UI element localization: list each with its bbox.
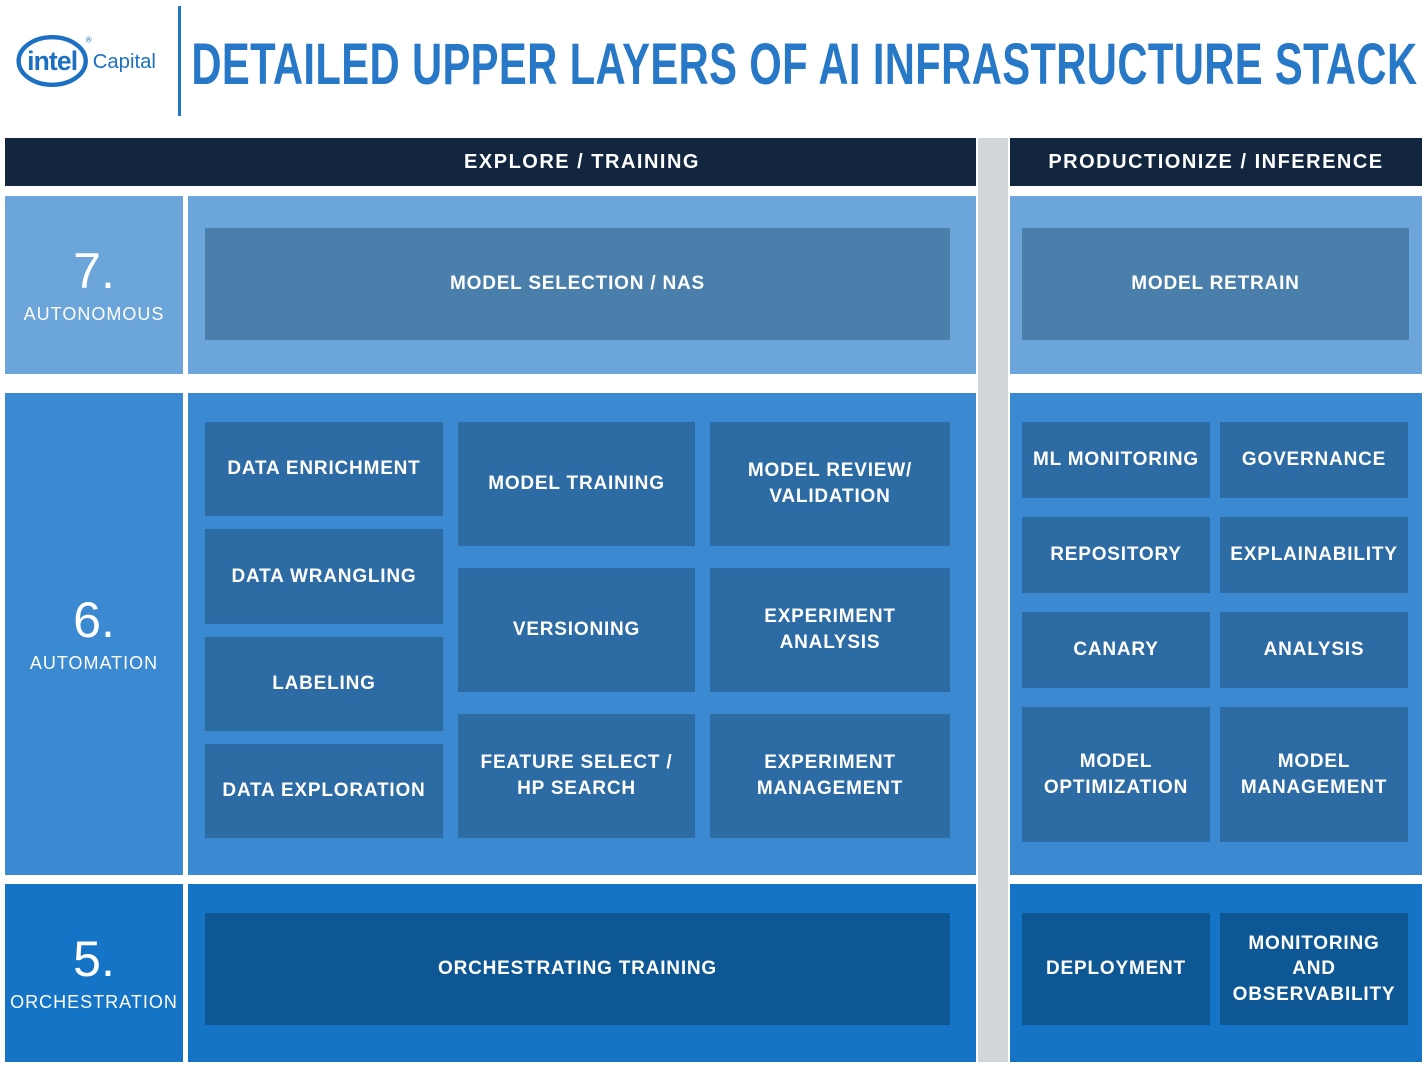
box-repository: REPOSITORY [1022, 517, 1210, 593]
band-productionize-inference-label: PRODUCTIONIZE / INFERENCE [1048, 150, 1384, 173]
layer-5-label-cell: 5. ORCHESTRATION [5, 884, 183, 1062]
productionize-left-column: ML MONITORING REPOSITORY CANARY MODEL OP… [1022, 422, 1210, 842]
box-monitoring-and-observability: MONITORING AND OBSERVABILITY [1220, 913, 1408, 1025]
explore-model-column: MODEL TRAINING VERSIONING FEATURE SELECT… [458, 422, 695, 838]
layer-6-productionize-panel: ML MONITORING REPOSITORY CANARY MODEL OP… [1010, 393, 1422, 875]
page-title: DETAILED UPPER LAYERS OF AI INFRASTRUCTU… [183, 0, 1426, 128]
intel-capital-logo: intel ® Capital [16, 34, 156, 88]
band-explore-training-label: EXPLORE / TRAINING [464, 150, 700, 173]
box-explainability: EXPLAINABILITY [1220, 517, 1408, 593]
explore-experiment-column: MODEL REVIEW/ VALIDATION EXPERIMENT ANAL… [710, 422, 950, 838]
layer-7-explore-panel: MODEL SELECTION / NAS [188, 196, 976, 374]
box-labeling: LABELING [205, 636, 443, 731]
box-governance: GOVERNANCE [1220, 422, 1408, 498]
productionize-right-column: GOVERNANCE EXPLAINABILITY ANALYSIS MODEL… [1220, 422, 1408, 842]
band-explore-training: EXPLORE / TRAINING [5, 138, 976, 186]
box-model-selection-nas: MODEL SELECTION / NAS [205, 228, 950, 340]
box-experiment-analysis: EXPERIMENT ANALYSIS [710, 568, 950, 692]
layer-7-productionize-panel: MODEL RETRAIN [1010, 196, 1422, 374]
box-canary: CANARY [1022, 612, 1210, 688]
layer-5-orchestration: 5. ORCHESTRATION ORCHESTRATING TRAINING … [5, 884, 1422, 1062]
intel-logo-wordmark: intel [27, 46, 77, 76]
layer-7-label-cell: 7. AUTONOMOUS [5, 196, 183, 374]
layer-5-explore-panel: ORCHESTRATING TRAINING [188, 884, 976, 1062]
registered-mark: ® [86, 35, 92, 44]
box-data-exploration: DATA EXPLORATION [205, 743, 443, 838]
layer-name: AUTOMATION [29, 652, 159, 673]
box-analysis: ANALYSIS [1220, 612, 1408, 688]
layer-6-automation: 6. AUTOMATION DATA ENRICHMENT DATA WRANG… [5, 393, 1422, 875]
box-model-management: MODEL MANAGEMENT [1220, 707, 1408, 842]
layer-5-productionize-panel: DEPLOYMENT MONITORING AND OBSERVABILITY [1010, 884, 1422, 1062]
box-model-retrain: MODEL RETRAIN [1022, 228, 1409, 340]
box-orchestrating-training: ORCHESTRATING TRAINING [205, 913, 950, 1025]
slide-header: intel ® Capital DETAILED UPPER LAYERS OF… [0, 0, 1426, 132]
capital-wordmark: Capital [93, 51, 156, 73]
layer-6-explore-panel: DATA ENRICHMENT DATA WRANGLING LABELING … [188, 393, 976, 875]
box-feature-select-hp-search: FEATURE SELECT / HP SEARCH [458, 714, 695, 838]
layer-name: AUTONOMOUS [23, 303, 165, 324]
layer-7-autonomous: 7. AUTONOMOUS MODEL SELECTION / NAS MODE… [5, 196, 1422, 374]
layer-number: 5. [73, 931, 115, 988]
box-model-review-validation: MODEL REVIEW/ VALIDATION [710, 422, 950, 546]
box-versioning: VERSIONING [458, 568, 695, 692]
page-title-text: DETAILED UPPER LAYERS OF AI INFRASTRUCTU… [191, 31, 1418, 97]
box-data-wrangling: DATA WRANGLING [205, 529, 443, 624]
box-deployment: DEPLOYMENT [1022, 913, 1210, 1025]
column-divider [978, 138, 1008, 1062]
explore-data-column: DATA ENRICHMENT DATA WRANGLING LABELING … [205, 422, 443, 838]
band-header-row: EXPLORE / TRAINING PRODUCTIONIZE / INFER… [5, 138, 1422, 186]
layer-6-label-cell: 6. AUTOMATION [5, 393, 183, 875]
header-divider-line [178, 6, 181, 116]
box-ml-monitoring: ML MONITORING [1022, 422, 1210, 498]
layer-number: 6. [73, 592, 115, 649]
box-experiment-management: EXPERIMENT MANAGEMENT [710, 714, 950, 838]
layer-number: 7. [73, 243, 115, 300]
intel-logo-ellipse [16, 34, 88, 88]
band-productionize-inference: PRODUCTIONIZE / INFERENCE [1010, 138, 1422, 186]
layer-name: ORCHESTRATION [10, 991, 178, 1012]
box-data-enrichment: DATA ENRICHMENT [205, 422, 443, 517]
box-model-optimization: MODEL OPTIMIZATION [1022, 707, 1210, 842]
box-model-training: MODEL TRAINING [458, 422, 695, 546]
